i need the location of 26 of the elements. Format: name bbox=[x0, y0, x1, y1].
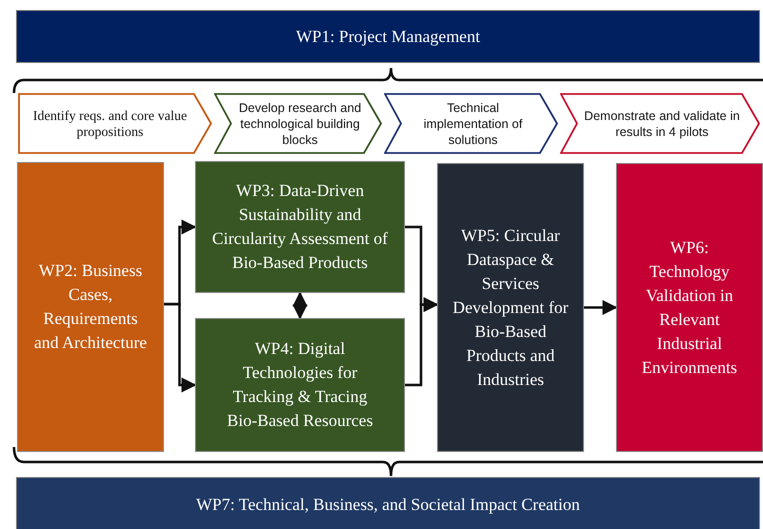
work-package-box bbox=[616, 163, 763, 452]
node-label: WP3: Data-Driven Sustainability and Circularity Assessment of Bio-Based Products bbox=[211, 180, 389, 274]
node-label: Develop research and technological building blocks bbox=[238, 100, 362, 148]
node-label: WP1: Project Management bbox=[296, 26, 480, 48]
node-label: WP2: Business Cases, Requirements and Architecture bbox=[33, 260, 148, 354]
node-label: Identify reqs. and core value propositions bbox=[32, 108, 188, 140]
work-package-box bbox=[437, 163, 584, 452]
arrow bbox=[292, 292, 308, 320]
node-label: WP5: Circular Dataspace & Services Development for Bio-Based Products and Industries bbox=[452, 224, 569, 390]
node-label: Technical implementation of solutions bbox=[422, 100, 524, 148]
node-label: WP6: Technology Validation in Relevant Industrial Environments bbox=[640, 236, 738, 378]
work-package-box bbox=[195, 161, 405, 293]
work-package-box bbox=[195, 318, 405, 452]
chevron-step bbox=[384, 93, 558, 154]
arrow bbox=[405, 297, 438, 386]
chevron-step bbox=[214, 93, 382, 154]
chevron-step bbox=[18, 93, 212, 154]
arrow bbox=[164, 302, 196, 392]
node-label: Demonstrate and validate in results in 4 pilots bbox=[583, 108, 741, 140]
work-package-box bbox=[17, 162, 164, 452]
arrow bbox=[584, 300, 618, 315]
chevron-step bbox=[560, 93, 760, 154]
node-label: WP4: Digital Technologies for Tracking & Tracing Bio-Based Resources bbox=[226, 338, 374, 432]
work-package-band bbox=[16, 477, 760, 529]
node-label: WP7: Technical, Business, and Societal Impact Creation bbox=[196, 494, 580, 516]
work-package-band bbox=[16, 10, 760, 63]
